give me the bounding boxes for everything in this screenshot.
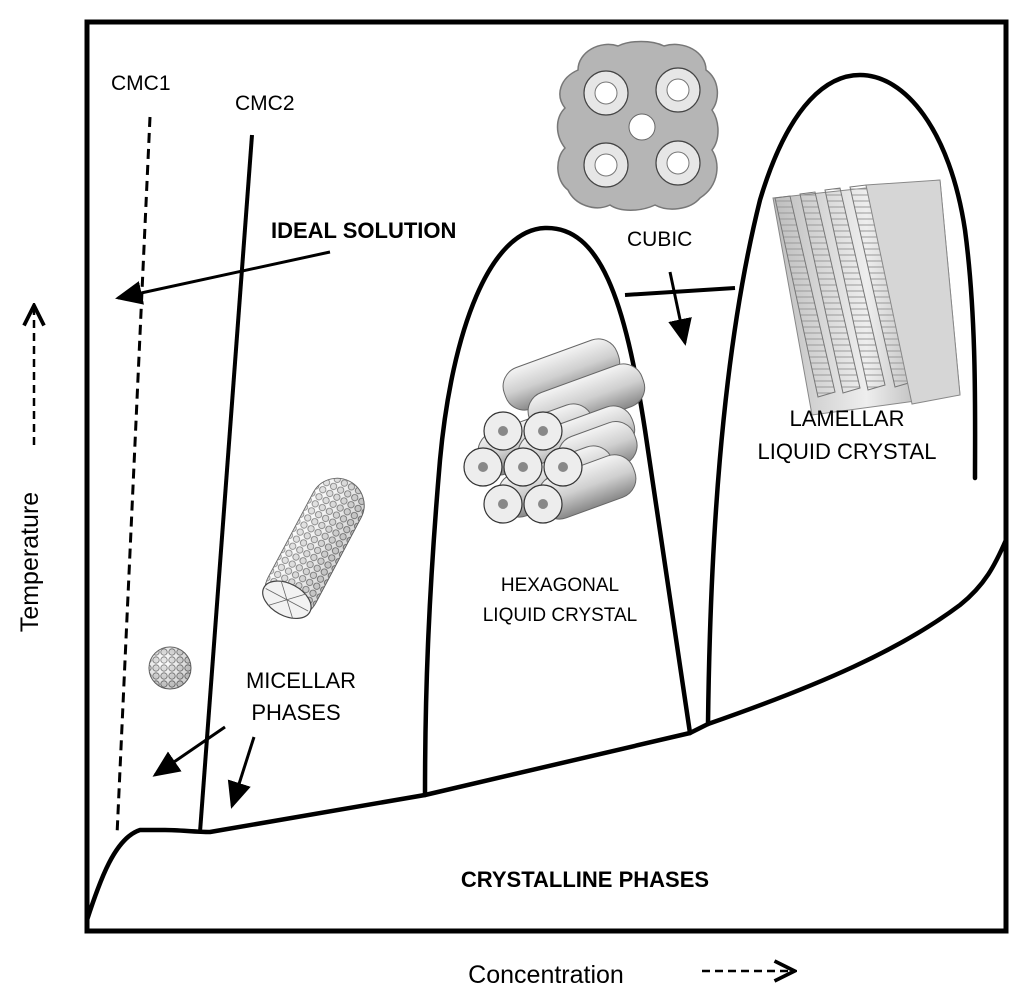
rod-micelle-illustration (262, 477, 365, 620)
cmc1-label: CMC1 (111, 72, 171, 95)
cmc1-line (115, 116, 152, 836)
lamellar-label-line2: LIQUID CRYSTAL (758, 439, 937, 464)
ideal-solution-label: IDEAL SOLUTION (271, 218, 456, 243)
spherical-micelle-illustration (148, 646, 192, 690)
lamellar-label-line1: LAMELLAR (790, 406, 905, 431)
cmc2-line (198, 134, 254, 833)
cubic-boundary (624, 286, 736, 297)
crystalline-label: CRYSTALLINE PHASES (461, 867, 709, 892)
ideal-solution-arrow (115, 250, 331, 305)
cubic-phase-illustration (556, 40, 719, 211)
micellar-arrow-left (152, 725, 226, 777)
micellar-arrow-right (227, 736, 256, 809)
lamellar-boundary (705, 72, 978, 727)
crystalline-boundary (84, 537, 1009, 923)
hexagonal-label-line1: HEXAGONAL (501, 575, 619, 596)
plot-frame (84, 19, 1009, 934)
y-axis-title: Temperature (16, 492, 44, 632)
cubic-arrow (668, 271, 692, 346)
lamellar-illustration (772, 179, 961, 416)
cubic-label: CUBIC (627, 228, 692, 251)
x-axis-title: Concentration (468, 961, 624, 989)
hexagonal-label-line2: LIQUID CRYSTAL (483, 605, 638, 626)
hexagonal-boundary (422, 225, 693, 798)
micellar-label-line1: MICELLAR (246, 668, 356, 693)
micellar-label-line2: PHASES (251, 700, 340, 725)
cmc2-label: CMC2 (235, 92, 295, 115)
hexagonal-cylinders-illustration (463, 338, 646, 524)
